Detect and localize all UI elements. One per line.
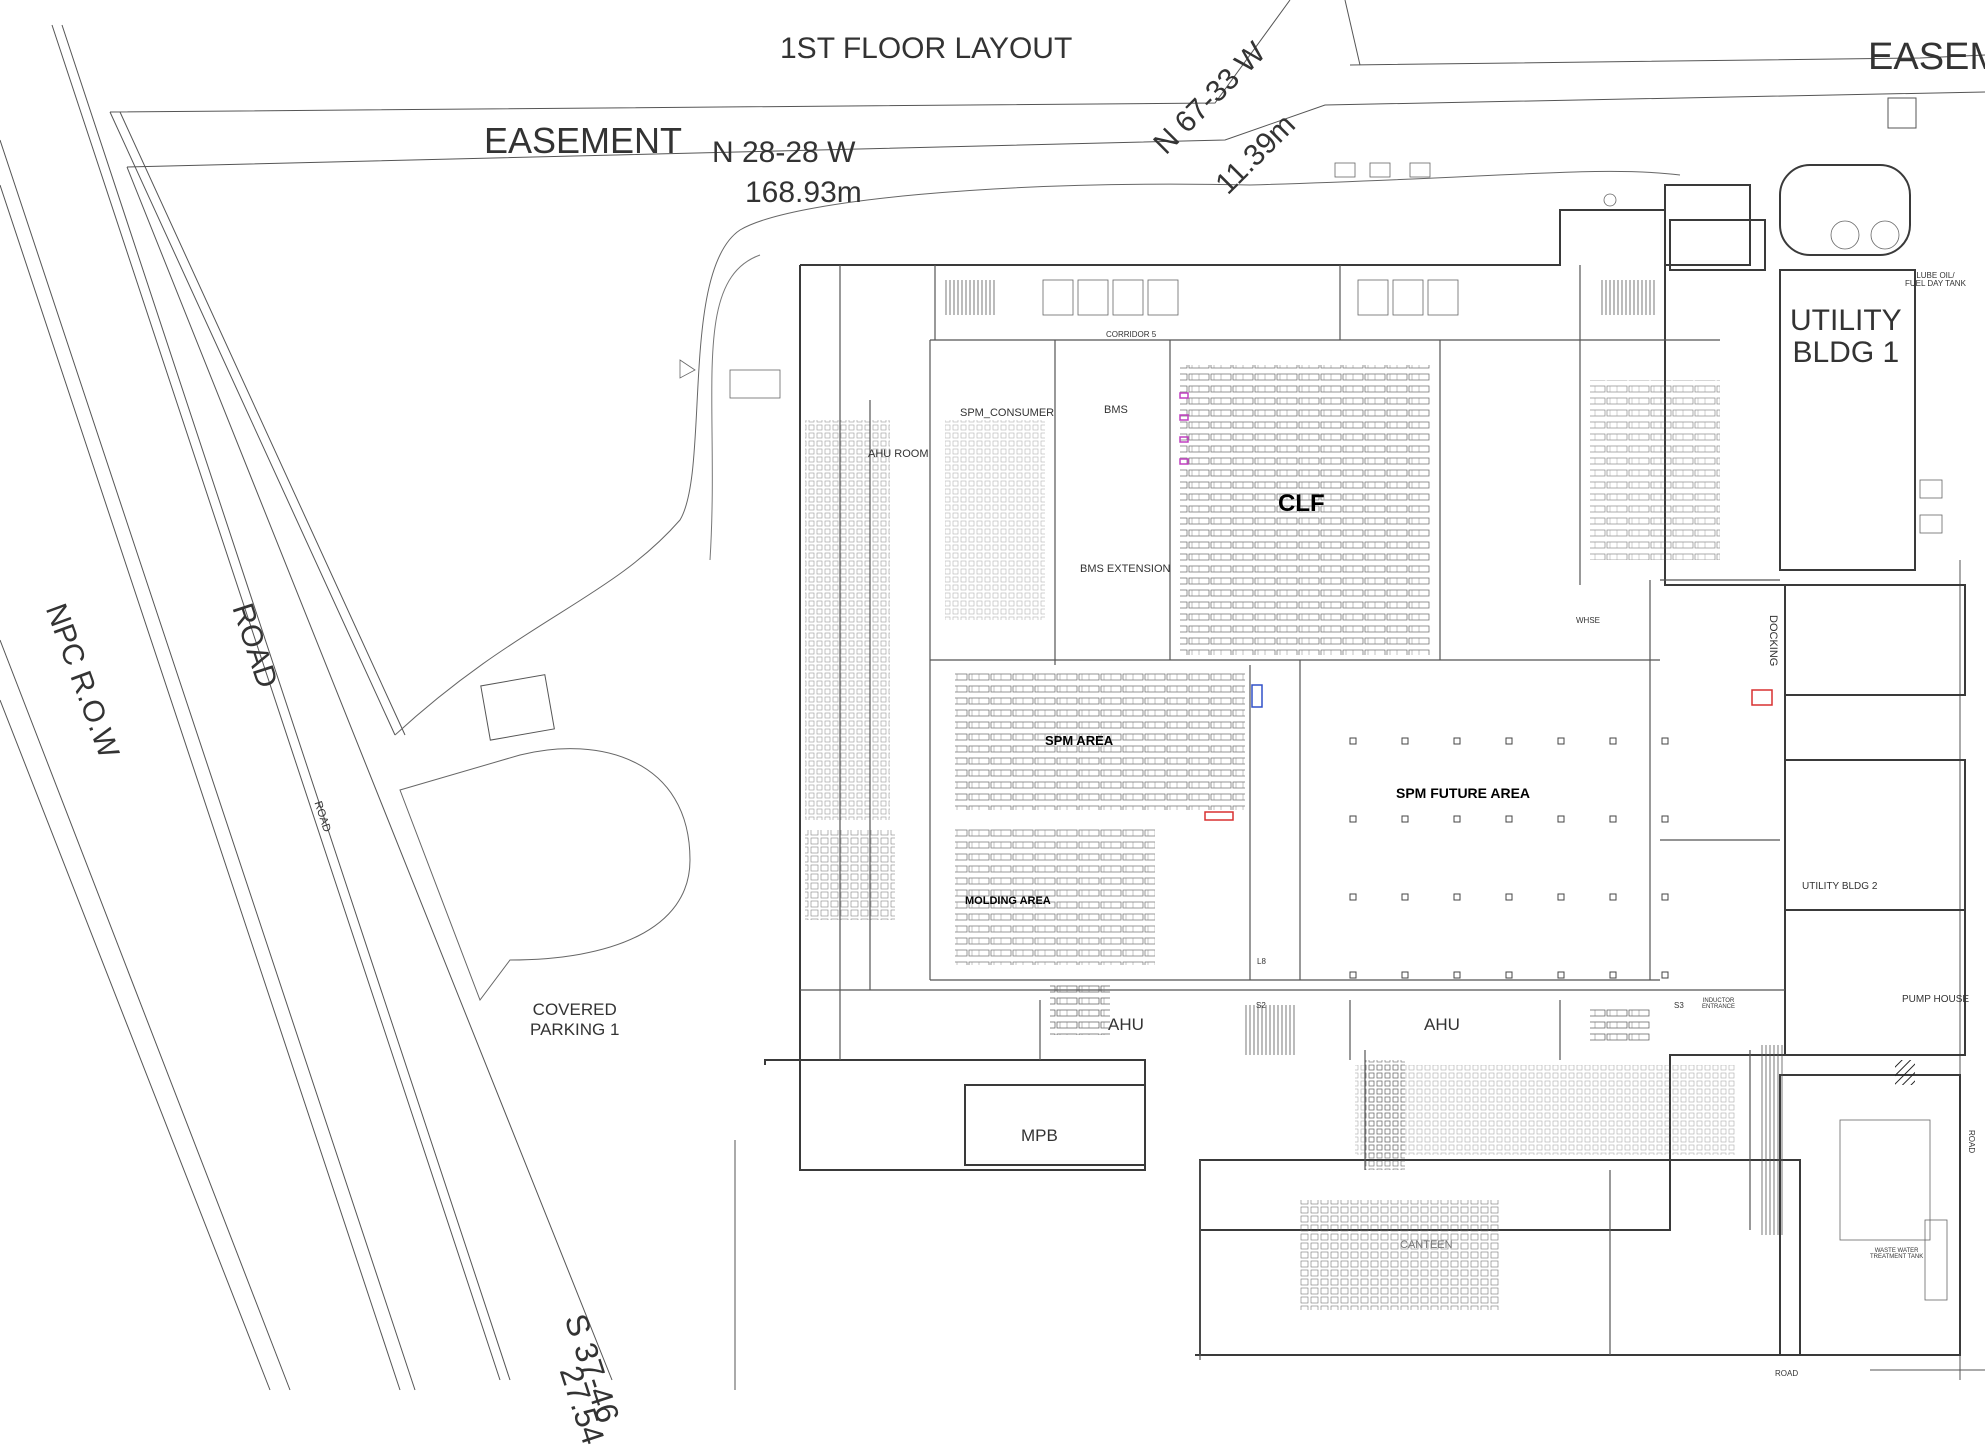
column-marker [1453,893,1461,901]
area-waste-water: WASTE WATER TREATMENT TANK [1870,1248,1924,1260]
area-ahu-left: AHU [1108,1015,1144,1034]
column-marker [1609,893,1617,901]
area-lube-oil: LUBE OIL/ FUEL DAY TANK [1905,271,1966,288]
column-grid [1349,737,1669,979]
plan-title: 1ST FLOOR LAYOUT [780,32,1073,65]
area-inductor-entrance: INDUCTOR ENTRANCE [1702,998,1736,1010]
road-edge-1 [51,24,501,1381]
bearing-top: N 28-28 W [712,136,856,169]
easement-label-right: EASEM [1868,36,1985,78]
column-marker [1349,737,1357,745]
column-marker [1505,737,1513,745]
column-marker [1401,971,1409,979]
site-boundaries [0,0,1985,1391]
column-marker [1661,893,1669,901]
easement-line-mid [126,91,1985,168]
column-marker [1453,971,1461,979]
row-edge [0,639,291,1391]
label-l8: L8 [1257,957,1266,966]
column-marker [1661,971,1669,979]
equipment-zones [805,280,1915,1310]
area-pump-house: PUMP HOUSE [1902,994,1970,1005]
column-marker [1401,893,1409,901]
column-marker [1609,815,1617,823]
column-marker [1453,737,1461,745]
column-marker [1349,893,1357,901]
column-marker [1401,815,1409,823]
easement-line-right [1349,54,1985,66]
road-small-right: ROAD [1967,1130,1976,1154]
label-s3: S3 [1674,1001,1684,1010]
column-marker [1609,737,1617,745]
area-whse: WHSE [1576,616,1600,625]
area-canteen: CANTEEN [1400,1239,1453,1251]
area-spm-consumer: SPM_CONSUMER [960,407,1055,419]
area-utility-bldg-1: UTILITY BLDG 1 [1790,304,1902,369]
column-marker [1609,971,1617,979]
interior-walls [800,265,1785,1360]
area-bms-extension: BMS EXTENSION [1080,563,1171,575]
easement-line-top [109,0,1291,113]
area-clf: CLF [1278,490,1325,517]
column-marker [1557,893,1565,901]
column-marker [1505,893,1513,901]
column-marker [1557,971,1565,979]
column-marker [1557,737,1565,745]
covered-parking-label: COVERED PARKING 1 [530,1000,620,1040]
column-marker [1349,971,1357,979]
area-corridor-5: CORRIDOR 5 [1106,330,1157,339]
area-ahu-room: AHU ROOM [868,448,929,460]
column-marker [1557,815,1565,823]
column-marker [1401,737,1409,745]
area-spm-future: SPM FUTURE AREA [1396,785,1531,801]
column-marker [1453,815,1461,823]
column-marker [1505,971,1513,979]
road-edge-4 [0,184,401,1391]
column-marker [1661,737,1669,745]
area-molding: MOLDING AREA [965,895,1051,907]
label-s2: S2 [1256,1001,1266,1010]
column-marker [1505,815,1513,823]
column-marker [1661,815,1669,823]
floor-plan-drawing [0,0,1985,1391]
area-spm: SPM AREA [1045,733,1114,748]
road-edge-2 [61,24,511,1381]
road-small-bottom: ROAD [1775,1369,1799,1378]
top-rooms [679,162,1948,1301]
column-marker [1349,815,1357,823]
area-ahu-right: AHU [1424,1015,1460,1034]
accent-markers [1179,392,1773,821]
area-utility-bldg-2: UTILITY BLDG 2 [1802,881,1878,892]
road-edge-3 [0,139,416,1391]
easement-label: EASEMENT [484,120,683,161]
distance-top: 168.93m [745,176,862,209]
area-bms: BMS [1104,404,1128,416]
area-mpb: MPB [1021,1126,1058,1145]
area-docking: DOCKING [1767,615,1779,667]
